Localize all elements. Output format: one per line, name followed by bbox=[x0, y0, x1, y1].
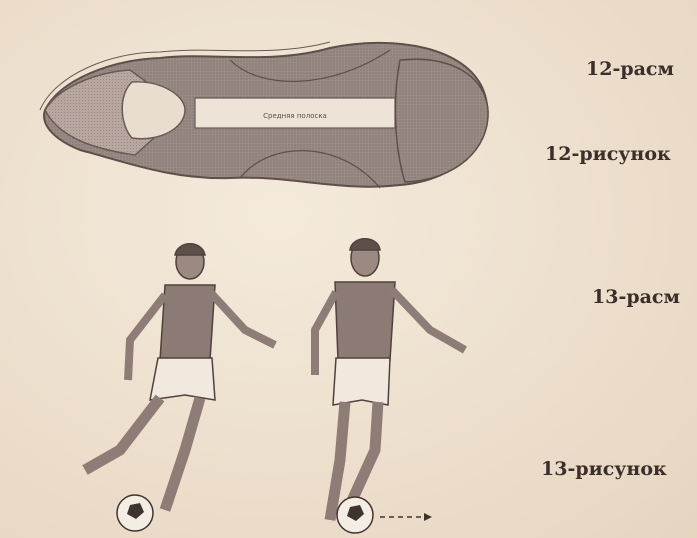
player-left-torso bbox=[160, 285, 215, 360]
player-right-arm-left bbox=[315, 292, 336, 375]
player-right-torso bbox=[335, 282, 395, 360]
player-left-hair bbox=[175, 244, 205, 255]
player-left-shorts bbox=[150, 358, 215, 400]
player-right bbox=[315, 239, 465, 520]
player-right-arm-right bbox=[392, 290, 465, 350]
movement-arrow bbox=[380, 513, 432, 521]
player-left-arm-right bbox=[210, 292, 275, 345]
figure-12-caption-uz: 12-расм bbox=[586, 58, 674, 80]
ball-left bbox=[117, 495, 153, 531]
figure-12-caption-ru: 12-рисунок bbox=[545, 143, 671, 165]
player-left bbox=[85, 244, 275, 510]
player-right-shorts bbox=[333, 358, 390, 405]
player-left-leg-front bbox=[165, 398, 200, 510]
insole-diagram: Средняя полоска bbox=[40, 42, 488, 188]
figure-13-caption-uz: 13-расм bbox=[592, 286, 680, 308]
player-right-leg-right bbox=[350, 402, 378, 505]
ball-right bbox=[337, 497, 373, 533]
player-left-leg-back bbox=[85, 398, 160, 470]
insole-center-label: Средняя полоска bbox=[263, 112, 327, 120]
figure-13-caption-ru: 13-рисунок bbox=[541, 458, 667, 480]
player-right-hair bbox=[350, 239, 380, 250]
